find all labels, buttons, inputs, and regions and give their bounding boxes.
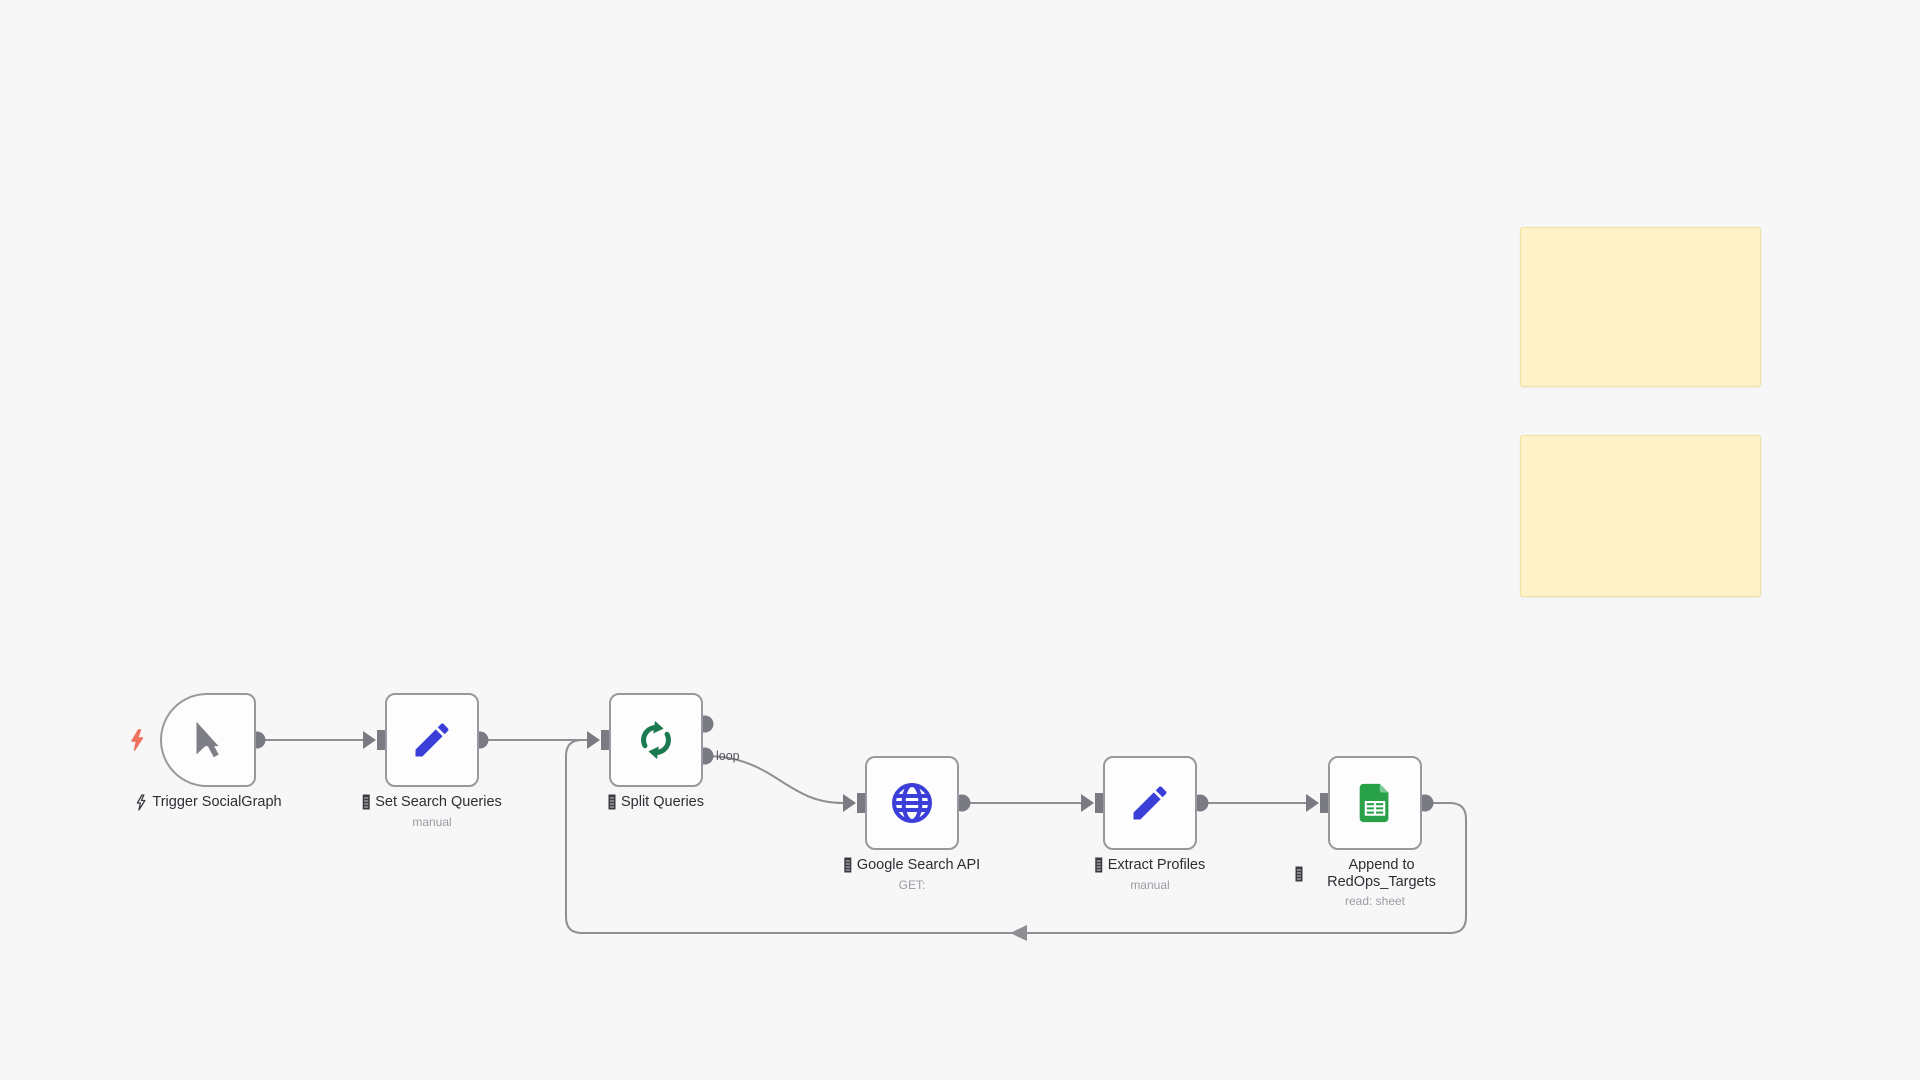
node-caption: Trigger SocialGraph [134, 794, 282, 811]
node-split-queries[interactable]: Split Queries [608, 693, 704, 810]
sticky-note[interactable] [1520, 227, 1761, 387]
loop-icon [641, 721, 671, 759]
node-set-search-queries[interactable]: Set Search Queries manual [362, 693, 502, 829]
node-caption: Append to RedOps_Targets read: sheet [1295, 857, 1455, 908]
globe-icon [892, 783, 932, 823]
lightning-icon [136, 794, 146, 811]
node-caption: Extract Profiles manual [1095, 857, 1206, 892]
node-extract-profiles[interactable]: Extract Profiles manual [1095, 756, 1205, 892]
node-google-search-api[interactable]: Google Search API GET: [844, 756, 980, 892]
node-subtitle: manual [1130, 877, 1170, 892]
node-title: Trigger SocialGraph [152, 794, 282, 811]
node-caption: Google Search API GET: [844, 857, 980, 892]
missing-glyph-icon [844, 857, 852, 873]
sheets-icon [1359, 783, 1389, 823]
node-title: Split Queries [620, 794, 705, 810]
missing-glyph-icon [1295, 866, 1303, 882]
pencil-icon [1133, 786, 1167, 820]
node-caption: Set Search Queries manual [362, 794, 502, 829]
loopback-arrowhead [1010, 925, 1027, 941]
node-subtitle: GET: [898, 877, 926, 892]
node-append-to-redops-targets[interactable]: Append to RedOps_Targets read: sheet [1295, 756, 1436, 908]
sticky-note[interactable] [1520, 435, 1761, 597]
missing-glyph-icon [1095, 857, 1103, 873]
node-subtitle: read: sheet [1344, 894, 1406, 909]
node-title: Google Search API [856, 857, 981, 873]
cursor-icon [196, 721, 219, 758]
split-output-label-loop: loop [716, 749, 740, 763]
wire-split-loop-to-google[interactable] [704, 755, 844, 804]
input-connectors [363, 730, 1328, 813]
node-trigger-socialgraph[interactable]: Trigger SocialGraph [131, 693, 282, 811]
pencil-icon [415, 723, 449, 757]
node-subtitle: manual [412, 814, 452, 829]
node-title: Append to RedOps_Targets [1327, 857, 1436, 890]
trigger-bolt-icon [131, 729, 144, 751]
node-title: Set Search Queries [375, 794, 502, 810]
node-caption: Split Queries [608, 794, 704, 811]
missing-glyph-icon [608, 794, 616, 810]
node-title: Extract Profiles [1107, 857, 1206, 873]
missing-glyph-icon [362, 794, 370, 810]
